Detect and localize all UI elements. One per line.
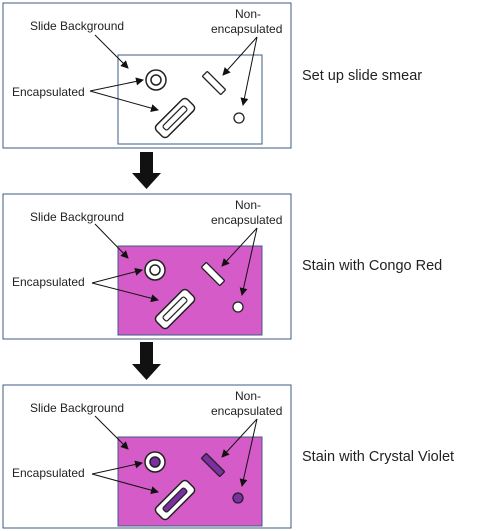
- pointer-arrow: [239, 227, 258, 296]
- encapsulated-rod-cell: [162, 487, 188, 513]
- slide-background-label: Slide Background: [30, 401, 124, 415]
- encapsulated-round-cell: [150, 74, 162, 86]
- slide-smear: [117, 54, 263, 145]
- pointer-arrow: [89, 90, 159, 112]
- nonencapsulated-label-line2: encapsulated: [211, 404, 282, 418]
- pointer-arrow: [91, 267, 143, 284]
- stained-slide-smear: [117, 245, 263, 336]
- nonencapsulated-label-line1: Non-: [235, 7, 261, 21]
- encapsulated-label: Encapsulated: [12, 466, 85, 480]
- nonencapsulated-label-line1: Non-: [235, 389, 261, 403]
- encapsulated-round-cell: [149, 456, 161, 468]
- pointer-arrow: [94, 223, 129, 259]
- nonencapsulated-rod: [201, 453, 225, 477]
- panel-crystal-violet: Slide Background Encapsulated Non- encap…: [2, 384, 292, 529]
- stained-slide-smear: [117, 436, 263, 527]
- pointer-arrow: [89, 77, 144, 92]
- pointer-arrow: [222, 36, 258, 76]
- down-arrow-icon: [132, 152, 161, 189]
- pointer-arrow: [239, 418, 258, 487]
- nonencapsulated-rod: [202, 71, 226, 95]
- step-label-3: Stain with Crystal Violet: [302, 449, 454, 465]
- pointer-arrow: [221, 227, 258, 267]
- nonencapsulated-label-line2: encapsulated: [211, 22, 282, 36]
- slide-background-label: Slide Background: [30, 210, 124, 224]
- panel-congo-red: Slide Background Encapsulated Non- encap…: [2, 193, 292, 340]
- nonencapsulated-label-line2: encapsulated: [211, 213, 282, 227]
- slide-background-label: Slide Background: [30, 19, 124, 33]
- panel-setup-smear: Slide Background Encapsulated Non- encap…: [2, 2, 292, 149]
- step-label-1: Set up slide smear: [302, 68, 422, 84]
- nonencapsulated-rod: [201, 262, 225, 286]
- pointer-arrow: [91, 473, 159, 495]
- pointer-arrow: [221, 418, 258, 458]
- step-label-2: Stain with Congo Red: [302, 258, 442, 274]
- pointer-arrow: [94, 34, 129, 69]
- pointer-arrow: [240, 36, 258, 106]
- pointer-arrow: [91, 460, 143, 475]
- nonencapsulated-round: [233, 112, 245, 124]
- nonencapsulated-label-line1: Non-: [235, 198, 261, 212]
- encapsulated-rod-cell: [162, 296, 188, 322]
- pointer-arrow: [94, 415, 129, 450]
- encapsulated-label: Encapsulated: [12, 275, 85, 289]
- nonencapsulated-round: [232, 301, 244, 313]
- encapsulated-label: Encapsulated: [12, 85, 85, 99]
- nonencapsulated-round: [232, 492, 244, 504]
- down-arrow-icon: [132, 342, 161, 380]
- encapsulated-round-cell: [149, 264, 161, 276]
- encapsulated-rod-cell: [162, 105, 188, 131]
- pointer-arrow: [91, 282, 159, 303]
